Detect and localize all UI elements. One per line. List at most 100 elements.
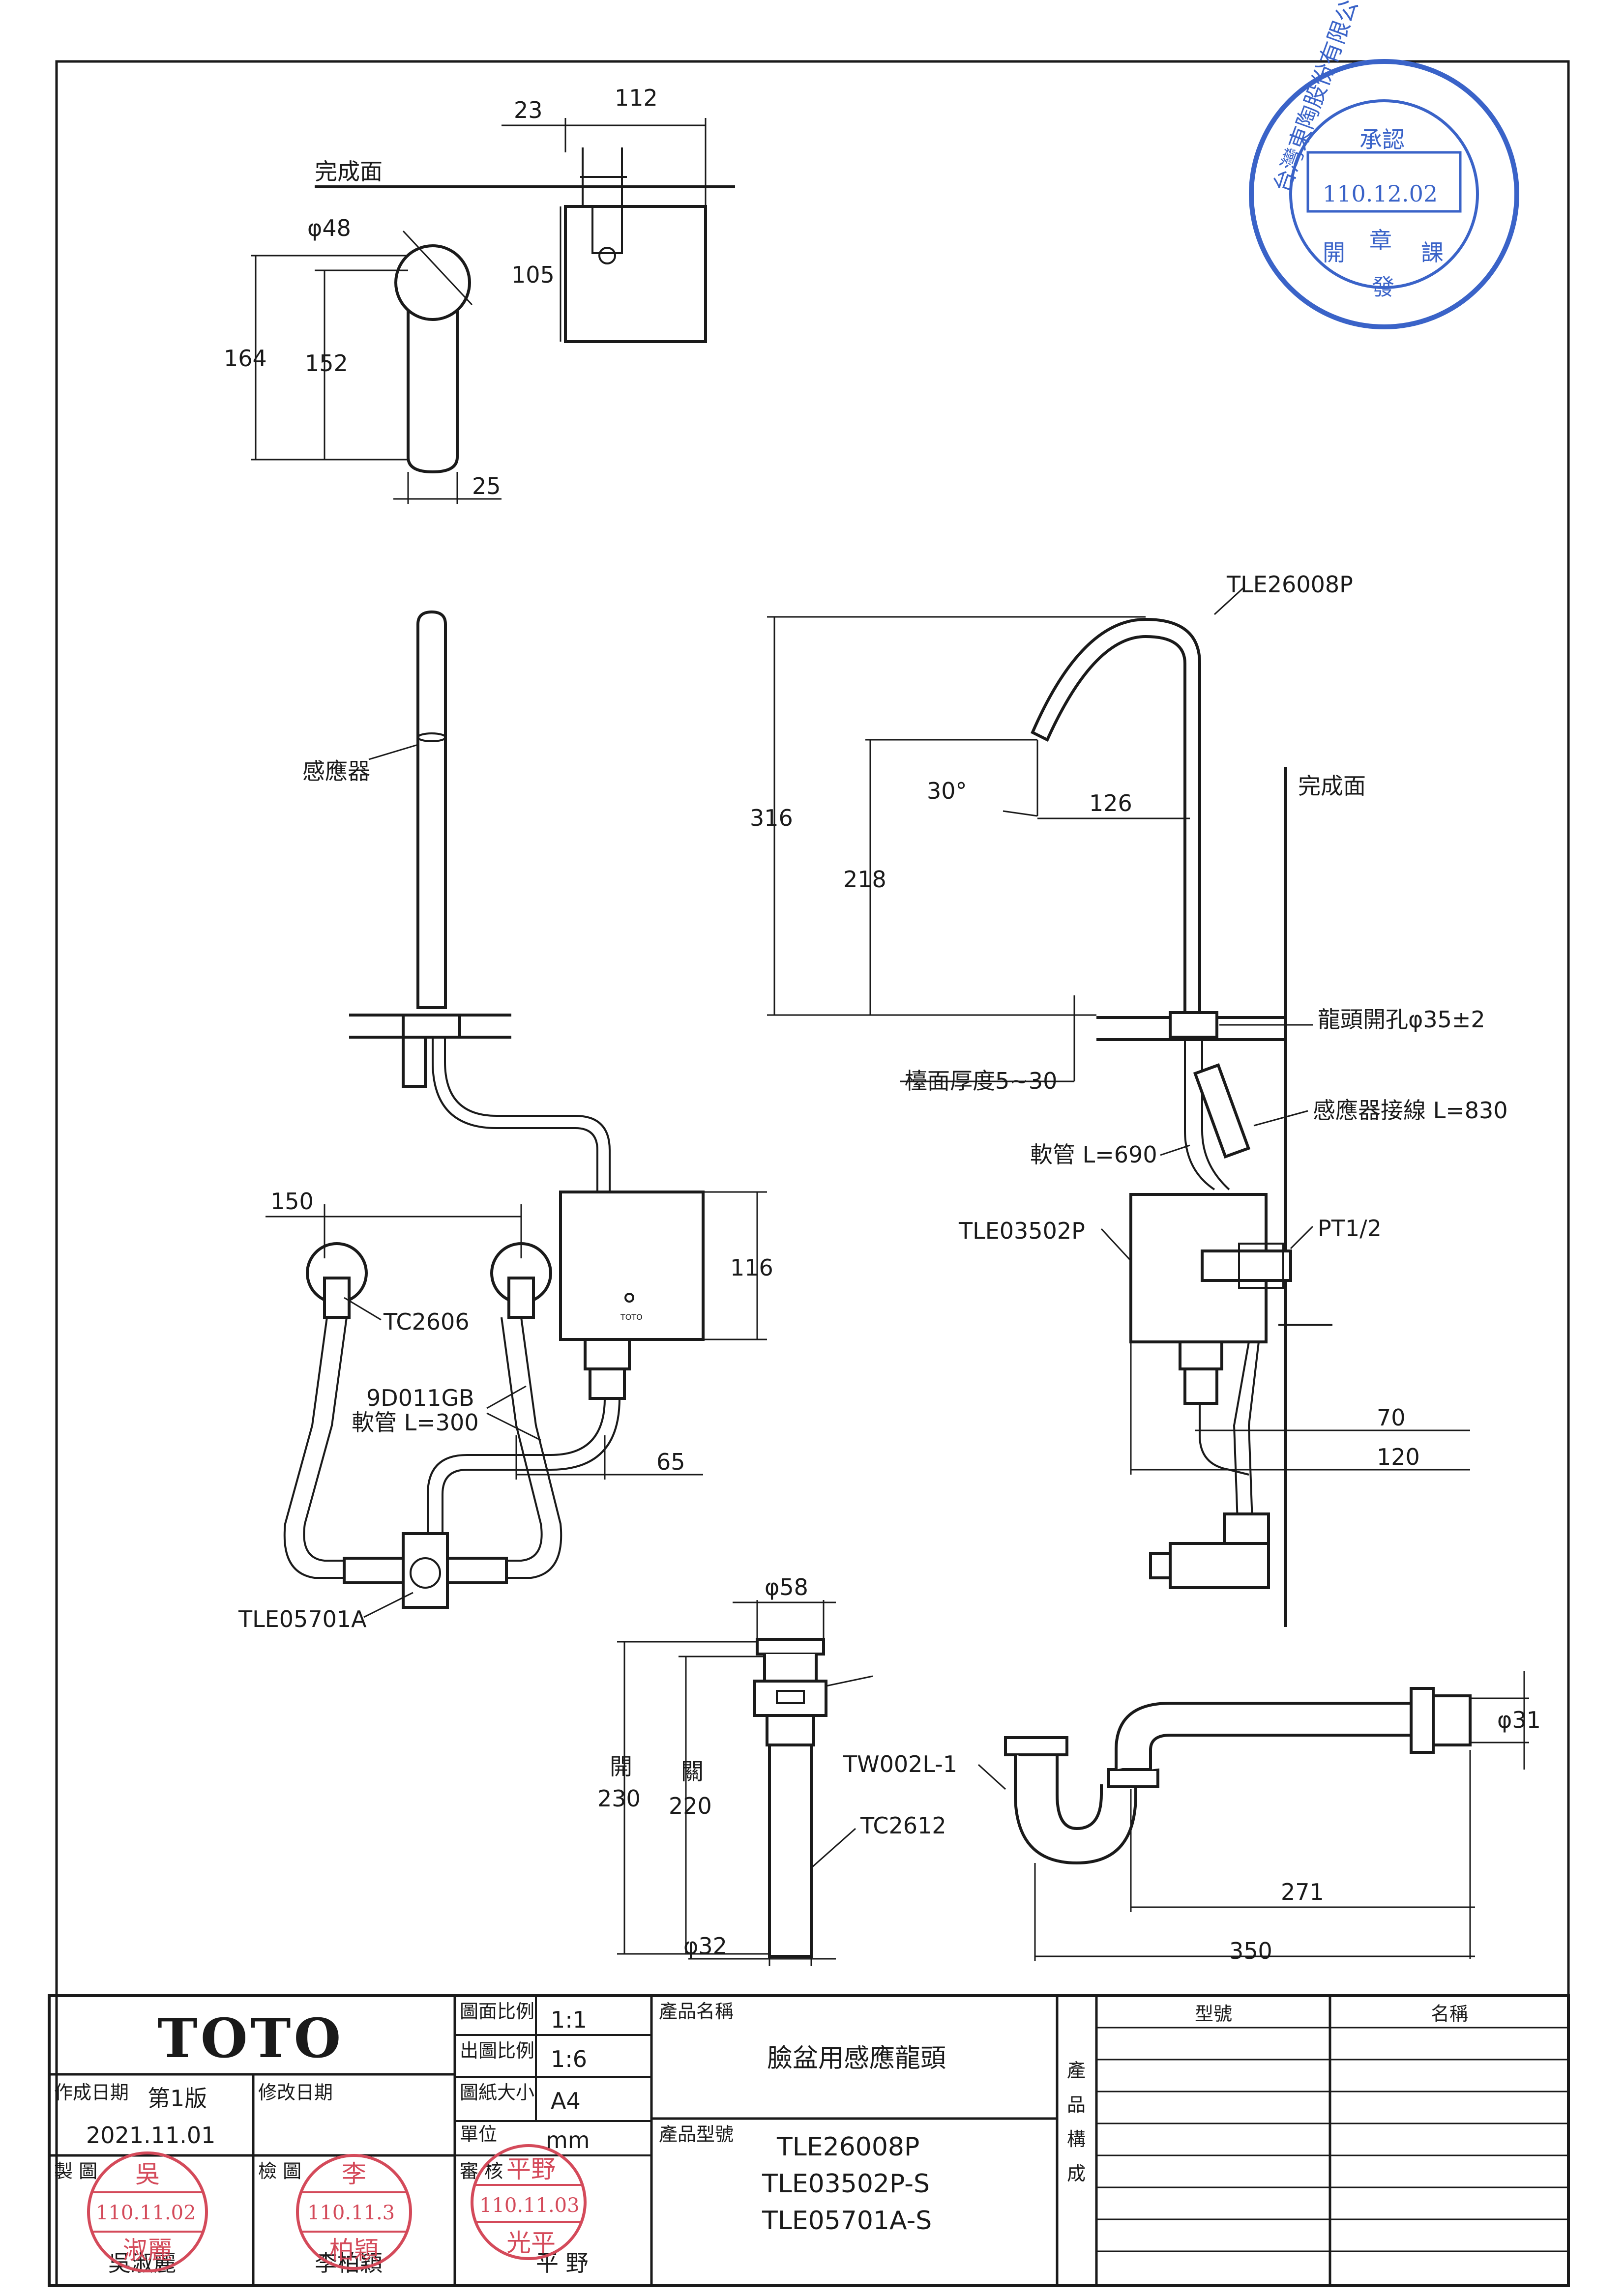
trap-inlet-nut [1004, 1736, 1068, 1756]
svg-text:光平: 光平 [506, 2229, 556, 2257]
side-view-group: TLE26008P 完成面 316 218 30° 126 龍頭開孔φ35±2 … [750, 571, 1508, 1627]
checked-by-label: 檢 圖 [258, 2160, 301, 2182]
dim-316: 316 [750, 805, 793, 831]
stamp-dept-left: 開 [1323, 239, 1345, 266]
drain-view-group: φ58 開 230 關 220 φ32 TW002L-1 TC2612 [597, 1574, 946, 1966]
drain-cap [756, 1638, 825, 1656]
composition-char-2: 品 [1067, 2094, 1086, 2116]
dim-152: 152 [305, 350, 348, 377]
scale-output-value: 1:6 [551, 2046, 587, 2072]
drain-close-label: 關 [681, 1758, 704, 1785]
scale-drawing-label: 圖面比例 [460, 2001, 534, 2022]
model-1: TLE26008P [776, 2132, 919, 2162]
stamp-checked: 李 110.11.3 柏穎 [296, 2154, 412, 2270]
unit-value: mm [546, 2127, 590, 2153]
sensor-wire-label: 感應器接線 L=830 [1313, 1097, 1508, 1124]
reviewed-by-name: 平 野 [536, 2250, 589, 2276]
dim-271: 271 [1281, 1879, 1324, 1905]
trap-wall-flange [1432, 1694, 1472, 1746]
stamp-dept-right: 課 [1421, 239, 1444, 266]
drain-pipe [768, 1744, 813, 1958]
dim-150: 150 [270, 1188, 314, 1215]
dim-70: 70 [1377, 1404, 1406, 1431]
revised-date-label: 修改日期 [258, 2082, 333, 2103]
checked-by-name: 李柏穎 [315, 2250, 383, 2276]
trap-view-group: TW002L-1 φ31 271 350 [843, 1671, 1541, 1964]
title-block: TOTO 作成日期 第1版 修改日期 2021.11.01 製 圖 檢 圖 審 … [48, 1994, 1570, 2287]
product-model-label: 產品型號 [659, 2123, 734, 2145]
composition-char-1: 產 [1067, 2060, 1086, 2081]
dim-120: 120 [1377, 1444, 1420, 1470]
model-3: TLE05701A-S [762, 2206, 932, 2236]
dim-218: 218 [843, 866, 886, 893]
dim-25: 25 [472, 473, 501, 499]
dim-phi32: φ32 [683, 1933, 727, 1959]
box-brand-mark: TOTO [620, 1312, 643, 1322]
finish-surface-label-side: 完成面 [1298, 773, 1366, 799]
dim-116: 116 [730, 1254, 773, 1281]
stamp-approved-text: 承認 [1359, 126, 1405, 153]
stamp-company-text: 台灣東陶股份有限公司 [1269, 0, 1371, 196]
front-view-group: 感應器 TOTO 116 150 TC2606 9D0 [238, 610, 773, 1632]
faucet-front-body [416, 610, 447, 1009]
dim-112: 112 [615, 85, 658, 111]
control-box-front [559, 1191, 705, 1341]
svg-text:李: 李 [342, 2160, 366, 2188]
hose-code-label: 9D011GB [366, 1385, 474, 1411]
edition-label: 第1版 [148, 2085, 207, 2112]
finish-surface-label-top: 完成面 [315, 158, 383, 185]
hose-690-label: 軟管 L=690 [1030, 1141, 1157, 1168]
sensor-label: 感應器 [302, 758, 370, 785]
col-model-header: 型號 [1195, 2003, 1232, 2025]
col-name-header: 名稱 [1431, 2003, 1468, 2025]
pipe-part-label: TC2612 [860, 1812, 946, 1839]
paper-size-label: 圖紙大小 [460, 2082, 534, 2103]
composition-char-4: 成 [1067, 2163, 1086, 2184]
dim-126: 126 [1089, 790, 1132, 816]
angle-30: 30° [927, 778, 967, 804]
svg-text:吳: 吳 [135, 2160, 160, 2188]
stamp-review: 平野 110.11.03 光平 [471, 2144, 587, 2260]
hole-label: 龍頭開孔φ35±2 [1318, 1006, 1485, 1033]
stop-valve-label: TC2606 [383, 1308, 470, 1335]
dim-phi48: φ48 [307, 215, 351, 241]
brand-logo: TOTO [157, 2006, 344, 2070]
stamp-drawn: 吳 110.11.02 淑麗 [87, 2151, 208, 2272]
dim-164: 164 [224, 345, 267, 372]
spout-base-top [564, 205, 707, 343]
drain-close-value: 220 [669, 1793, 712, 1819]
scale-drawing-value: 1:1 [551, 2006, 587, 2033]
stamp-seal-text: 章 [1369, 227, 1392, 254]
stamp-date-text: 110.12.02 [1323, 180, 1438, 207]
paper-size-value: A4 [551, 2088, 581, 2114]
scale-output-label: 出圖比例 [460, 2040, 534, 2062]
thread-label: PT1/2 [1318, 1215, 1382, 1242]
svg-text:110.11.3: 110.11.3 [307, 2202, 395, 2224]
mixing-valve-label: TLE05701A [238, 1606, 367, 1632]
stamp-dept-mid: 發 [1372, 274, 1394, 300]
dim-phi58: φ58 [765, 1574, 808, 1600]
svg-text:平野: 平野 [506, 2155, 556, 2183]
control-box-label: TLE03502P [958, 1218, 1085, 1244]
svg-text:柏穎: 柏穎 [329, 2236, 379, 2265]
svg-text:淑麗: 淑麗 [123, 2236, 172, 2265]
top-view-group: 完成面 23 112 105 φ48 164 152 25 [224, 85, 735, 504]
counter-thickness-label: 檯面厚度5~30 [905, 1068, 1057, 1094]
hose-length-label: 軟管 L=300 [352, 1409, 479, 1436]
approval-stamp: 台灣東陶股份有限公司 承認 110.12.02 章 開 發 課 [1249, 0, 1519, 329]
dim-105: 105 [511, 262, 555, 288]
dim-65: 65 [656, 1449, 685, 1475]
model-2: TLE03502P-S [762, 2169, 930, 2199]
created-date-label: 作成日期 [54, 2082, 129, 2103]
drain-open-value: 230 [597, 1785, 641, 1812]
svg-text:110.11.03: 110.11.03 [479, 2194, 580, 2217]
drain-open-label: 開 [610, 1753, 632, 1780]
part-spout-label: TLE26008P [1226, 571, 1353, 598]
product-name-value: 臉盆用感應龍頭 [767, 2044, 946, 2073]
product-name-label: 產品名稱 [659, 2001, 734, 2022]
created-date-value: 2021.11.01 [86, 2122, 215, 2149]
dim-phi31: φ31 [1497, 1707, 1541, 1733]
spout-side-profile [407, 283, 459, 474]
composition-char-3: 構 [1067, 2128, 1086, 2150]
